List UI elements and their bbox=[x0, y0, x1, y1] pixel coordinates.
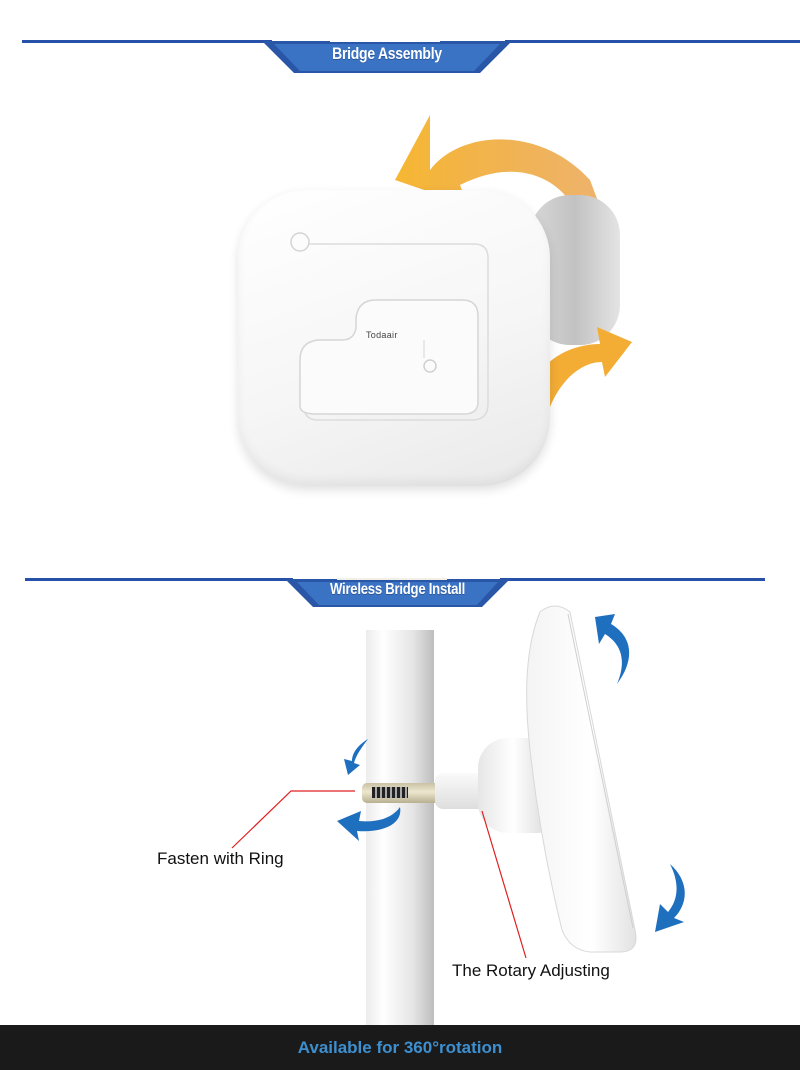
rotate-arrow-icon bbox=[344, 739, 368, 775]
bridge-assembly-figure: Todaair bbox=[0, 100, 800, 520]
callout-rotary-adjusting: The Rotary Adjusting bbox=[452, 961, 610, 980]
rotate-arrow-icon bbox=[337, 807, 401, 841]
banner-tab: Wireless Bridge Install bbox=[285, 578, 510, 608]
banner-tab: Bridge Assembly bbox=[262, 40, 512, 74]
banner-rule-left bbox=[25, 578, 293, 581]
section-banner-bridge-assembly: Bridge Assembly bbox=[0, 40, 800, 90]
antenna-panel bbox=[526, 605, 637, 953]
section-banner-wireless-bridge-install: Wireless Bridge Install bbox=[0, 578, 800, 628]
footer-bar: Available for 360°rotation bbox=[0, 1025, 800, 1070]
rotate-arrow-icon bbox=[595, 614, 630, 684]
callout-fasten-with-ring: Fasten with Ring bbox=[157, 849, 284, 868]
callout-leader-lines bbox=[231, 790, 527, 959]
rotate-arrow-icon bbox=[655, 864, 685, 932]
bridge-device: Todaair bbox=[238, 190, 550, 486]
pole-install-figure: Fasten with Ring The Rotary Adjusting bbox=[157, 605, 685, 1025]
banner-rule-right bbox=[500, 578, 765, 581]
rotate-arrow-bottom-icon bbox=[540, 327, 632, 407]
clamp-screw bbox=[372, 787, 408, 798]
section-title: Bridge Assembly bbox=[332, 44, 442, 63]
banner-rule-left bbox=[22, 40, 272, 43]
footer-caption: Available for 360°rotation bbox=[297, 1038, 503, 1057]
banner-rule-right bbox=[505, 40, 800, 43]
section-title: Wireless Bridge Install bbox=[330, 581, 465, 598]
device-face-contours bbox=[290, 232, 489, 421]
brand-logo: Todaair bbox=[366, 330, 398, 340]
